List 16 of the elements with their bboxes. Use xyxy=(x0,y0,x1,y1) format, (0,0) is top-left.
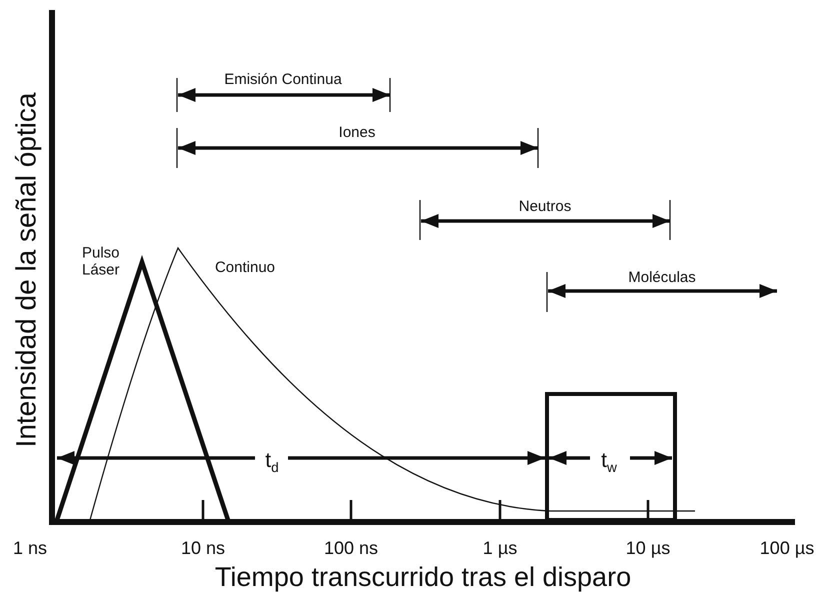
axis-title: Intensidad de la señal óptica xyxy=(12,92,42,448)
tick-label: 10 µs xyxy=(626,539,670,559)
range-label: Neutros xyxy=(518,198,572,216)
range-label: Iones xyxy=(338,124,376,142)
axis-title: Tiempo transcurrido tras el disparo xyxy=(214,563,632,593)
dimension-label: t$_{d}$ xyxy=(265,448,279,476)
tick-label: 1 ns xyxy=(12,539,48,559)
range-label: Emisión Continua xyxy=(224,72,342,88)
tick-label: 10 ns xyxy=(180,539,226,559)
curve-label: Continuo xyxy=(214,260,276,276)
curve-label: Pulso Láser xyxy=(82,246,121,278)
tick-label: 100 µs xyxy=(760,539,814,559)
tick-label: 100 ns xyxy=(324,539,378,559)
range-label: Moléculas xyxy=(628,270,696,286)
tick-label: 1 µs xyxy=(482,539,518,559)
dimension-label: t$_{w}$ xyxy=(601,448,617,476)
